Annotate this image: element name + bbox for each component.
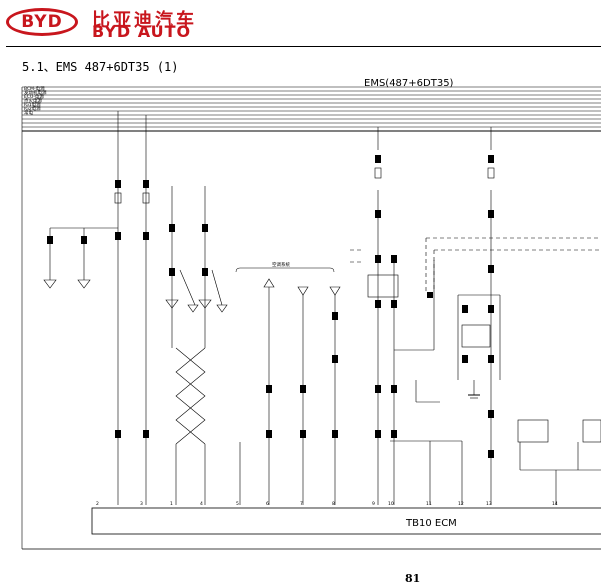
air-condition-label: 空调系统	[272, 261, 290, 268]
page-number: 81	[405, 572, 421, 585]
svg-text:2: 2	[96, 501, 99, 507]
svg-text:4: 4	[200, 501, 203, 507]
wiring-diagram: BCM-电源 发动机电源 ECU-电源 点火电源 IG1电源 IG2电源 常电 …	[21, 78, 601, 550]
svg-text:11: 11	[426, 501, 432, 507]
svg-text:3: 3	[140, 501, 143, 507]
svg-text:1: 1	[170, 501, 173, 507]
svg-text:IG2电源: IG2电源	[24, 105, 41, 112]
svg-text:发动机电源: 发动机电源	[24, 89, 47, 96]
ems-title: EMS(487+6DT35)	[364, 78, 454, 89]
brand-name-chinese: 比亚迪汽车	[92, 10, 197, 31]
svg-text:14: 14	[552, 501, 558, 507]
svg-text:ECU-电源: ECU-电源	[24, 93, 44, 100]
byd-logo: BYD	[6, 8, 78, 36]
svg-text:9: 9	[372, 501, 375, 507]
svg-text:12: 12	[458, 501, 464, 507]
svg-text:点火电源: 点火电源	[24, 97, 42, 104]
svg-text:10: 10	[388, 501, 394, 507]
svg-text:BCM-电源: BCM-电源	[24, 85, 45, 92]
svg-text:5: 5	[236, 501, 239, 507]
svg-text:7: 7	[300, 501, 303, 507]
header-divider	[6, 46, 601, 47]
svg-text:6: 6	[266, 501, 269, 507]
ecm-label: TB10 ECM	[405, 518, 457, 529]
svg-text:13: 13	[486, 501, 492, 507]
svg-text:8: 8	[332, 501, 335, 507]
logo-text: BYD	[21, 12, 63, 32]
page-header: BYD 比亚迪汽车 BYD AUTO	[0, 0, 601, 46]
section-title: 5.1、EMS 487+6DT35 (1)	[22, 60, 179, 74]
svg-text:常电: 常电	[24, 109, 33, 116]
svg-text:IG1电源: IG1电源	[24, 101, 41, 108]
brand-name-english: BYD AUTO	[92, 22, 192, 41]
